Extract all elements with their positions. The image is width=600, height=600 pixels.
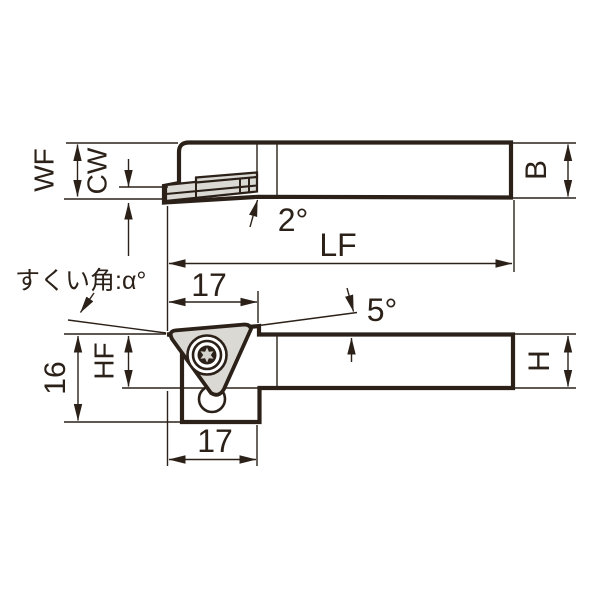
dim-16: 16 bbox=[39, 335, 181, 423]
label-17-top: 17 bbox=[191, 267, 227, 303]
torx-screw-icon bbox=[186, 334, 228, 376]
dim-h: H bbox=[514, 333, 576, 389]
label-2deg: 2° bbox=[278, 202, 309, 238]
insert-side-view bbox=[164, 171, 259, 203]
label-hf: HF bbox=[88, 342, 119, 379]
dim-b: B bbox=[513, 142, 576, 199]
label-rake-angle: すくい角:α° bbox=[15, 267, 146, 295]
dim-cw: CW bbox=[81, 147, 168, 256]
label-cw: CW bbox=[81, 147, 112, 194]
front-view bbox=[122, 322, 516, 425]
label-h: H bbox=[523, 350, 556, 372]
label-17-bottom: 17 bbox=[197, 423, 233, 459]
label-16: 16 bbox=[39, 361, 72, 394]
dim-17-top: 17 bbox=[168, 267, 259, 323]
side-view bbox=[161, 140, 514, 205]
torx-star bbox=[200, 347, 214, 363]
rake-angle-callout: すくい角:α° bbox=[15, 267, 167, 335]
label-5deg: 5° bbox=[367, 292, 398, 328]
dim-17-bottom: 17 bbox=[166, 391, 258, 466]
angle-2deg: 2° bbox=[249, 195, 333, 238]
dim-wf: WF bbox=[28, 142, 178, 200]
dim-lf: LF bbox=[166, 200, 515, 331]
label-b: B bbox=[520, 160, 553, 180]
angle-5deg: 5° bbox=[258, 287, 398, 362]
label-lf: LF bbox=[319, 227, 356, 263]
dimensions: WF CW 2° LF B bbox=[15, 142, 576, 466]
dim-hf: HF bbox=[88, 335, 133, 387]
label-wf: WF bbox=[28, 148, 59, 192]
